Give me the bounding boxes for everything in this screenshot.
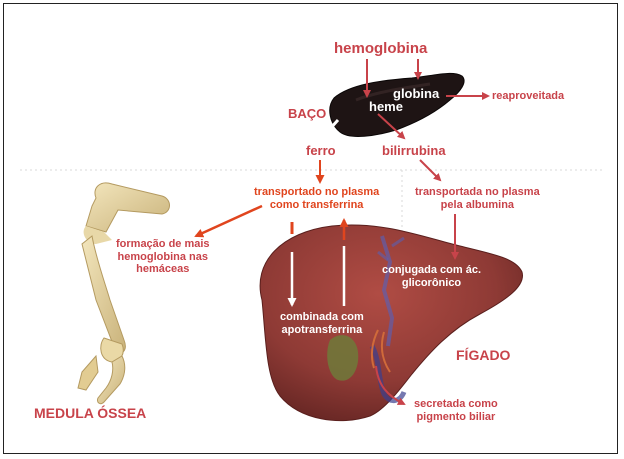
label-formacao: formação de mais hemoglobina nas hemácea… [116,238,210,276]
label-medula: MEDULA ÓSSEA [34,405,146,421]
label-transportado-line1: transportado no plasma [254,186,379,199]
label-baco: BAÇO [288,107,326,122]
bone-illustration [78,183,170,404]
label-transportada: transportada no plasma pela albumina [415,186,540,211]
label-secretada: secretada como pigmento biliar [414,398,498,423]
label-ferro: ferro [306,144,336,159]
label-transportada-line2: pela albumina [415,199,540,212]
label-conjugada-line1: conjugada com ác. [382,264,481,277]
label-figado: FÍGADO [456,347,510,363]
arrow-to-formacao [196,206,262,236]
label-conjugada: conjugada com ác. glicorônico [382,264,481,289]
label-formacao-line2: hemoglobina nas [116,251,210,264]
label-reaproveitada: reaproveitada [492,90,564,103]
label-formacao-line3: hemáceas [116,263,210,276]
label-conjugada-line2: glicorônico [382,277,481,290]
label-transportada-line1: transportada no plasma [415,186,540,199]
label-transportado: transportado no plasma como transferrina [254,186,379,211]
label-combinada-line1: combinada com [280,311,364,324]
label-secretada-line2: pigmento biliar [414,411,498,424]
label-hemoglobina: hemoglobina [334,40,427,57]
label-secretada-line1: secretada como [414,398,498,411]
label-transportado-line2: como transferrina [254,199,379,212]
label-heme: heme [369,100,403,115]
label-formacao-line1: formação de mais [116,238,210,251]
arrow-heme-to-ferro [320,120,338,140]
label-bilirrubina: bilirrubina [382,144,446,159]
label-combinada: combinada com apotransferrina [280,311,364,336]
label-combinada-line2: apotransferrina [280,324,364,337]
